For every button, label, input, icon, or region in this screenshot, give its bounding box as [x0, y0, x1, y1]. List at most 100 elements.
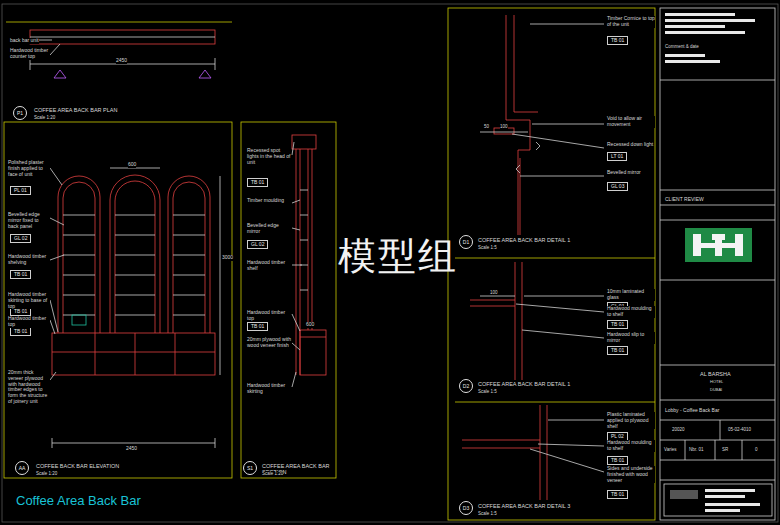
- node-text: PL 01: [14, 188, 27, 193]
- annotation-text: Hardwood moulding to shelf: [607, 306, 655, 318]
- material-tag: PL 01: [10, 186, 31, 195]
- annotation-text: 3000: [222, 255, 233, 261]
- node-text: D2: [463, 384, 469, 389]
- annotation-text: 20mm thick veneer plywood with hardwood …: [8, 370, 50, 405]
- node-text: TB 01: [14, 272, 27, 277]
- material-tag: TB 01: [607, 490, 628, 499]
- annotation-text: 100: [490, 290, 498, 295]
- material-tag: TB 01: [607, 320, 628, 329]
- node-text: TB 01: [611, 458, 624, 463]
- annotation-text: Sides and underside finished with wood v…: [607, 466, 655, 483]
- node-text: GL 03: [611, 184, 624, 189]
- material-tag: TB 01: [607, 456, 628, 465]
- annotation-text: Scale 1:20: [36, 471, 57, 476]
- annotation-text: Bevelled mirror: [607, 170, 641, 176]
- node-text: TB 01: [251, 324, 264, 329]
- annotation-text: 0: [755, 447, 758, 452]
- annotation-text: CLIENT REVIEW: [665, 197, 704, 203]
- annotation-text: Scale 1:5: [478, 389, 497, 394]
- annotation-text: Bevelled edge mirror: [247, 223, 291, 235]
- annotation-text: Lobby - Coffee Back Bar: [665, 408, 719, 414]
- drawing-callout: AA: [15, 461, 29, 475]
- node-text: GL 02: [251, 242, 264, 247]
- annotation-text: 2450: [116, 58, 127, 64]
- node-text: P1: [17, 111, 23, 116]
- node-text: TB 01: [251, 180, 264, 185]
- node-text: S1: [247, 466, 253, 471]
- drawing-callout: S1: [243, 461, 257, 475]
- annotation-text: SR: [722, 447, 728, 452]
- annotation-text: DUBAI: [710, 388, 722, 393]
- annotation-text: 600: [306, 322, 314, 328]
- annotation-text: Scale 1:5: [478, 511, 497, 516]
- annotation-text: HOTEL: [710, 380, 723, 385]
- drawing-callout: D1: [459, 235, 473, 249]
- annotation-text: Scale 1:5: [478, 245, 497, 250]
- annotation-text: Scale 1:20: [34, 115, 55, 120]
- annotation-text: Recessed spot lights in the head of unit: [247, 148, 291, 165]
- node-text: GL 02: [14, 236, 27, 241]
- node-text: TB 01: [611, 38, 624, 43]
- watermark: 模型组: [338, 235, 458, 279]
- annotation-text: 50: [484, 124, 489, 129]
- annotation-text: 10mm laminated glass: [607, 289, 655, 301]
- annotation-text: Hardwood timber counter top: [10, 48, 50, 60]
- annotation-text: COFFEE BACK BAR ELEVATION: [36, 463, 119, 469]
- node-text: D3: [463, 506, 469, 511]
- annotation-text: Recessed down light: [607, 142, 653, 148]
- annotation-text: COFFEE AREA BACK BAR PLAN: [34, 107, 117, 113]
- node-text: TB 01: [611, 348, 624, 353]
- node-text: PL 02: [611, 434, 624, 439]
- annotation-text: AL BARSHA: [700, 371, 731, 377]
- sheet-title: Coffee Area Back Bar: [16, 494, 141, 509]
- annotation-text: Hardwood timber top: [247, 310, 291, 322]
- annotation-text: COFFEE AREA BACK BAR DETAIL 1: [478, 381, 570, 387]
- annotation-text: 2450: [126, 446, 137, 452]
- material-tag: TB 01: [247, 322, 268, 331]
- annotation-text: Hardwood timber top: [8, 316, 50, 328]
- annotation-text: Timber moulding: [247, 198, 284, 204]
- annotation-text: Nbr. 01: [689, 447, 704, 452]
- node-text: D1: [463, 240, 469, 245]
- annotation-text: 600: [128, 162, 136, 168]
- material-tag: TB 01: [607, 346, 628, 355]
- annotation-text: Plastic laminated applied to plywood she…: [607, 412, 655, 429]
- material-tag: TB 01: [607, 36, 628, 45]
- annotation-text: 20mm plywood with wood veneer finish: [247, 337, 291, 349]
- material-tag: LT 01: [607, 152, 627, 161]
- annotation-text: Scale 1:20: [262, 471, 283, 476]
- annotation-text: Void to allow air movement: [607, 116, 655, 128]
- drawing-callout: P1: [13, 106, 27, 120]
- annotation-text: Polished plaster finish applied to face …: [8, 160, 50, 177]
- node-text: AA: [19, 466, 26, 471]
- annotation-text: Hardwood timber skirting: [247, 383, 291, 395]
- material-tag: TB 01: [247, 178, 268, 187]
- annotation-text: COFFEE AREA BACK BAR DETAIL 1: [478, 237, 570, 243]
- annotation-text: 100: [500, 124, 508, 129]
- material-tag: GL 02: [10, 234, 31, 243]
- annotation-text: Hardwood slip to mirror: [607, 332, 655, 344]
- drawing-callout: D2: [459, 379, 473, 393]
- node-text: TB 01: [611, 492, 624, 497]
- material-tag: TB 01: [10, 270, 31, 279]
- material-tag: TB 01: [10, 327, 31, 336]
- node-text: TB 01: [611, 322, 624, 327]
- annotation-text: Hardwood timber shelf: [247, 260, 291, 272]
- node-text: TB 01: [14, 309, 27, 314]
- annotation-text: Hardwood timber shelving: [8, 254, 50, 266]
- annotation-text: COFFEE AREA BACK BAR DETAIL 3: [478, 503, 570, 509]
- node-text: LT 01: [611, 154, 623, 159]
- annotation-text: 20020: [672, 427, 685, 432]
- annotation-text: Hardwood moulding to shelf: [607, 440, 655, 452]
- annotation-text: 05-02-4010: [728, 427, 751, 432]
- annotation-text: Bevelled edge mirror fixed to back panel: [8, 212, 50, 229]
- annotation-text: Hardwood timber skirting to base of top: [8, 292, 50, 309]
- material-tag: GL 03: [607, 182, 628, 191]
- node-text: TB 01: [14, 329, 27, 334]
- annotation-text: Comment & date: [665, 44, 699, 49]
- annotation-text: Varies: [664, 447, 676, 452]
- annotation-text: back bar unit: [10, 38, 39, 44]
- drawing-callout: D3: [459, 501, 473, 515]
- material-tag: GL 02: [247, 240, 268, 249]
- annotation-text: Timber Cornice to top of the unit: [607, 16, 655, 28]
